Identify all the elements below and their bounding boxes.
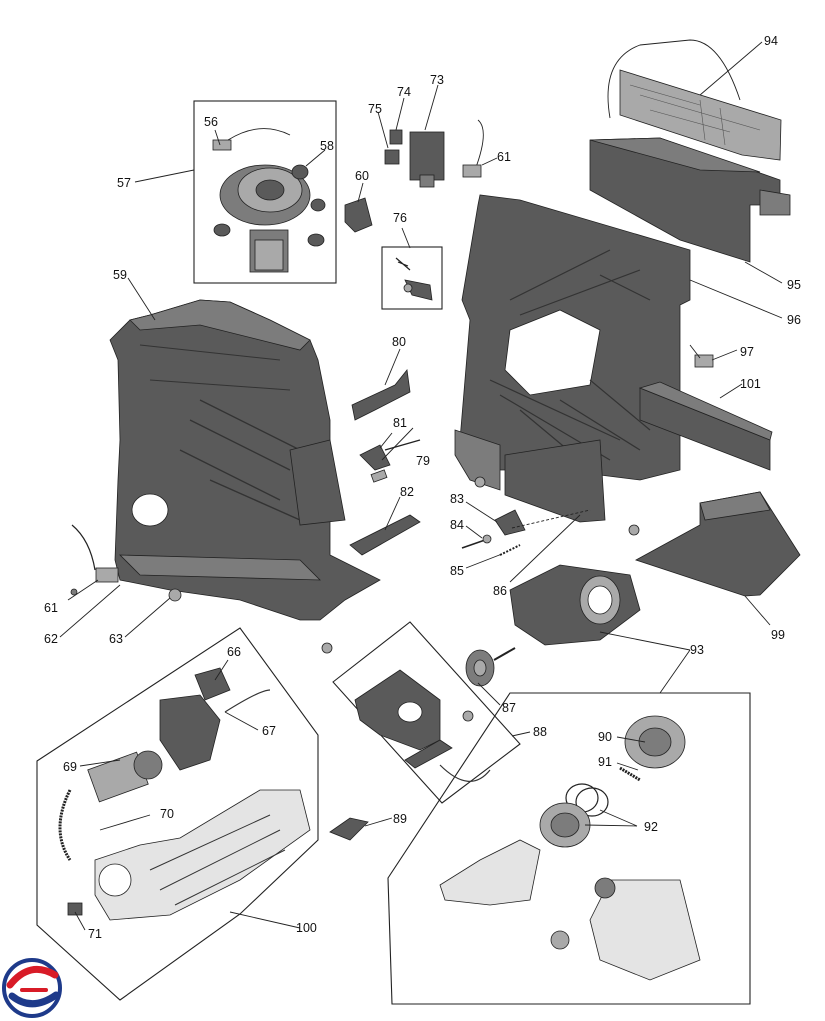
part-labels: 56 57 58 59 60 61 61 62 63 66 67 69 70 7…	[44, 34, 801, 941]
label-63: 63	[109, 632, 123, 646]
label-70: 70	[160, 807, 174, 821]
label-86: 86	[493, 584, 507, 598]
part-82	[349, 514, 421, 556]
label-59: 59	[113, 268, 127, 282]
connector-61-left	[70, 524, 119, 596]
label-76: 76	[393, 211, 407, 225]
group-box-88	[332, 621, 521, 804]
label-87: 87	[502, 701, 516, 715]
label-95: 95	[787, 278, 801, 292]
brew-unit-parts	[439, 715, 701, 981]
frame-left-59	[109, 299, 381, 621]
screw-84	[461, 534, 492, 549]
label-90: 90	[598, 730, 612, 744]
label-91: 91	[598, 755, 612, 769]
nut-63	[168, 588, 182, 602]
label-89: 89	[393, 812, 407, 826]
drip-cover-99	[634, 491, 801, 597]
part-89	[329, 817, 369, 841]
label-92: 92	[644, 820, 658, 834]
bracket-80	[351, 369, 411, 421]
label-73: 73	[430, 73, 444, 87]
switch-parts-73-75	[384, 119, 484, 188]
leader-lines	[59, 41, 783, 931]
label-100: 100	[296, 921, 317, 935]
label-93: 93	[690, 643, 704, 657]
label-85: 85	[450, 564, 464, 578]
frame-right-96	[454, 194, 691, 523]
label-84: 84	[450, 518, 464, 532]
label-71: 71	[88, 927, 102, 941]
label-67: 67	[262, 724, 276, 738]
label-94: 94	[764, 34, 778, 48]
label-82: 82	[400, 485, 414, 499]
label-75: 75	[368, 102, 382, 116]
spring-85	[499, 544, 521, 556]
circuit-board-94	[607, 39, 782, 161]
group-box-93	[387, 692, 751, 1005]
spring-79	[370, 469, 388, 483]
label-58: 58	[320, 139, 334, 153]
brew-unit-93	[509, 564, 641, 646]
label-80: 80	[392, 335, 406, 349]
label-83: 83	[450, 492, 464, 506]
label-66: 66	[227, 645, 241, 659]
label-60: 60	[355, 169, 369, 183]
rail-101	[638, 381, 773, 471]
connector-97	[689, 344, 714, 368]
label-96: 96	[787, 313, 801, 327]
gear-87	[465, 647, 516, 687]
label-81: 81	[393, 416, 407, 430]
part-60	[344, 197, 373, 233]
part-81	[359, 439, 421, 471]
label-101: 101	[740, 377, 761, 391]
label-61-top: 61	[497, 150, 511, 164]
pump-motor-100	[58, 667, 311, 921]
piston-assembly-88	[354, 669, 491, 782]
group-box-100	[36, 627, 319, 1001]
group-box-57	[193, 100, 337, 284]
label-74: 74	[397, 85, 411, 99]
label-61-left: 61	[44, 601, 58, 615]
label-79: 79	[416, 454, 430, 468]
electronics-housing-95	[589, 137, 791, 263]
label-99: 99	[771, 628, 785, 642]
label-57: 57	[117, 176, 131, 190]
label-97: 97	[740, 345, 754, 359]
lever-83	[494, 509, 526, 536]
label-69: 69	[63, 760, 77, 774]
label-62: 62	[44, 632, 58, 646]
grinder-assembly-57	[212, 128, 326, 273]
group-box-76	[381, 246, 443, 310]
brand-logo	[2, 958, 62, 1018]
label-88: 88	[533, 725, 547, 739]
spring-lever-76	[395, 257, 433, 301]
label-56: 56	[204, 115, 218, 129]
